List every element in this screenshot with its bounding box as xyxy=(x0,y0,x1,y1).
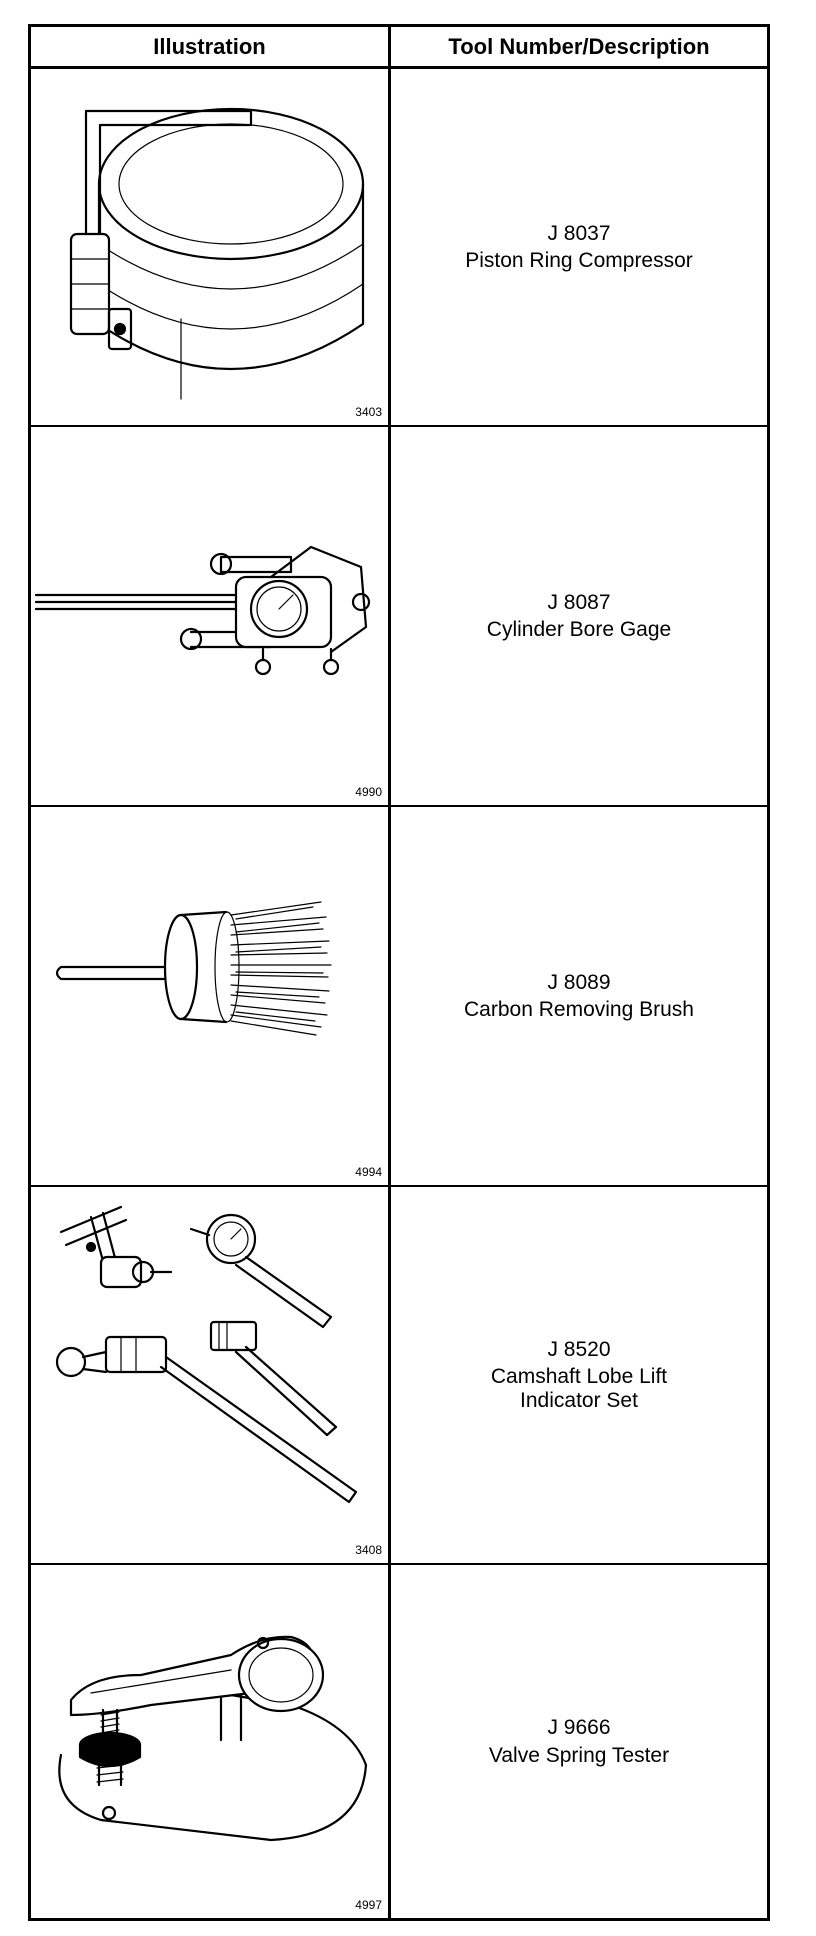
tool-description-line-2: Indicator Set xyxy=(520,1388,638,1412)
illustration-cell: 3403 xyxy=(31,69,391,425)
tool-description-line-1: Camshaft Lobe Lift xyxy=(490,1365,668,1389)
tool-description: Carbon Removing Brush xyxy=(464,998,694,1021)
tool-description-cell: J 8089 Carbon Removing Brush xyxy=(391,807,767,1185)
tool-number: J 8037 xyxy=(547,221,611,245)
table-row: 4994 J 8089 Carbon Removing Brush xyxy=(31,807,767,1187)
header-tool-number-description: Tool Number/Description xyxy=(448,33,710,59)
carbon-removing-brush-icon xyxy=(55,901,332,1036)
figure-number: 4990 xyxy=(355,785,382,799)
illustration-cell: 4990 xyxy=(31,427,391,805)
illustration-cell: 4997 xyxy=(31,1565,391,1918)
tool-description-cell: J 8087 Cylinder Bore Gage xyxy=(391,427,767,805)
figure-number: 3408 xyxy=(355,1543,382,1557)
tool-description: Cylinder Bore Gage xyxy=(486,618,672,641)
camshaft-lobe-lift-indicator-set-icon xyxy=(55,1205,358,1504)
table-row: 4997 J 9666 Valve Spring Tester xyxy=(31,1565,767,1918)
header-illustration: Illustration xyxy=(31,27,391,66)
table-row: 3408 J 8520 Camshaft Lobe Lift Indicator… xyxy=(31,1187,767,1565)
tool-description: Valve Spring Tester xyxy=(488,1743,670,1767)
figure-number: 4994 xyxy=(355,1165,382,1179)
figure-number: 4997 xyxy=(355,1898,382,1912)
table-row: 3403 J 8037 Piston Ring Compressor xyxy=(31,69,767,427)
tool-table: Illustration Tool Number/Description xyxy=(28,24,770,1921)
tool-description-cell: J 8037 Piston Ring Compressor xyxy=(391,69,767,425)
piston-ring-compressor-icon xyxy=(69,107,365,400)
tool-number: J 8087 xyxy=(547,590,611,614)
illustration-cell: 3408 xyxy=(31,1187,391,1563)
tool-number: J 9666 xyxy=(547,1716,611,1740)
tool-description: Piston Ring Compressor xyxy=(465,249,693,272)
figure-number: 3403 xyxy=(355,405,382,419)
tool-description-cell: J 8520 Camshaft Lobe Lift Indicator Set xyxy=(391,1187,767,1563)
tool-number: J 8089 xyxy=(547,970,611,994)
cylinder-bore-gage-icon xyxy=(34,545,371,676)
table-header: Illustration Tool Number/Description xyxy=(31,27,767,69)
table-row: 4990 J 8087 Cylinder Bore Gage xyxy=(31,427,767,807)
tool-number: J 8520 xyxy=(547,1338,611,1362)
valve-spring-tester-icon xyxy=(58,1635,368,1842)
illustration-cell: 4994 xyxy=(31,807,391,1185)
tool-description-cell: J 9666 Valve Spring Tester xyxy=(391,1565,767,1918)
